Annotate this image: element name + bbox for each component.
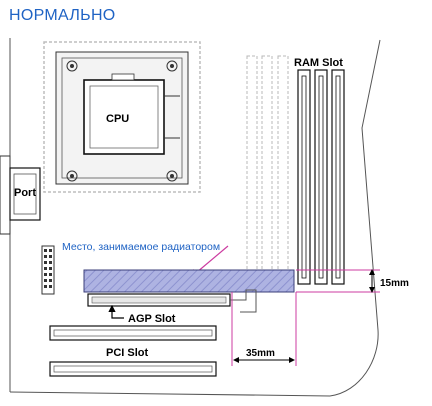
pci-slot-2 [49,361,217,377]
width-dimension [231,292,297,366]
height-dimension [296,269,380,293]
agp-pointer-arrow [108,304,124,319]
pci-slot-label: PCI Slot [106,347,149,359]
heatsink-area-label: Место, занимаемое радиатором [62,241,220,253]
agp-slot [87,289,257,313]
port-connector [0,155,41,235]
heatsink-footprint [83,269,295,293]
ram-slots-ghost [246,55,289,271]
cpu-socket [43,41,201,193]
ram-slot-label: RAM Slot [294,57,343,69]
pin-header [41,245,55,295]
cpu-label: CPU [106,113,129,125]
height-dimension-label: 15mm [380,278,409,289]
agp-slot-label: AGP Slot [128,313,176,325]
page-title: НОРМАЛЬНО [9,7,116,24]
pci-slot-1 [49,325,217,341]
ram-slots [297,69,345,285]
width-dimension-label: 35mm [246,348,275,359]
port-label: Port [14,187,36,199]
